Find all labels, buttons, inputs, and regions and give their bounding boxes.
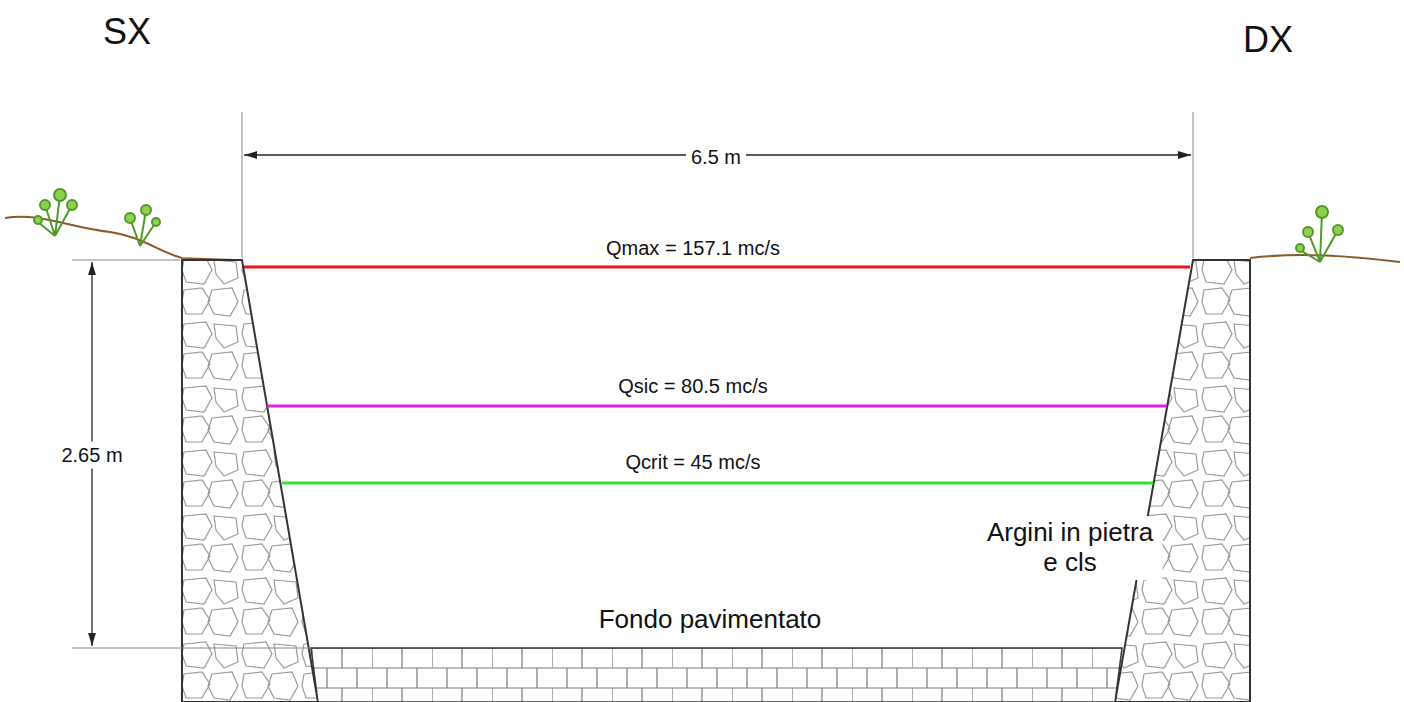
note-label: Fondo pavimentato xyxy=(599,605,822,635)
discharge-label: Qcrit = 45 mc/s xyxy=(625,451,760,474)
level-line xyxy=(282,482,1153,485)
discharge-label: Qsic = 80.5 mc/s xyxy=(618,375,768,398)
paved-bottom xyxy=(311,648,1122,702)
note-label: Argini in pietra e cls xyxy=(978,516,1163,580)
stone-wall xyxy=(182,260,318,702)
side-label: DX xyxy=(1243,19,1293,60)
discharge-label: Qmax = 157.1 mc/s xyxy=(606,237,780,260)
extension-line xyxy=(72,112,1193,648)
level-line xyxy=(244,266,1190,269)
dimension-label: 2.65 m xyxy=(56,442,127,469)
stone-wall xyxy=(1115,260,1250,702)
ground-line xyxy=(1250,255,1400,262)
level-line xyxy=(267,405,1167,408)
ground-line xyxy=(5,217,182,258)
side-label: SX xyxy=(103,11,151,52)
dimension-label: 6.5 m xyxy=(686,144,746,171)
bush xyxy=(34,189,1343,262)
